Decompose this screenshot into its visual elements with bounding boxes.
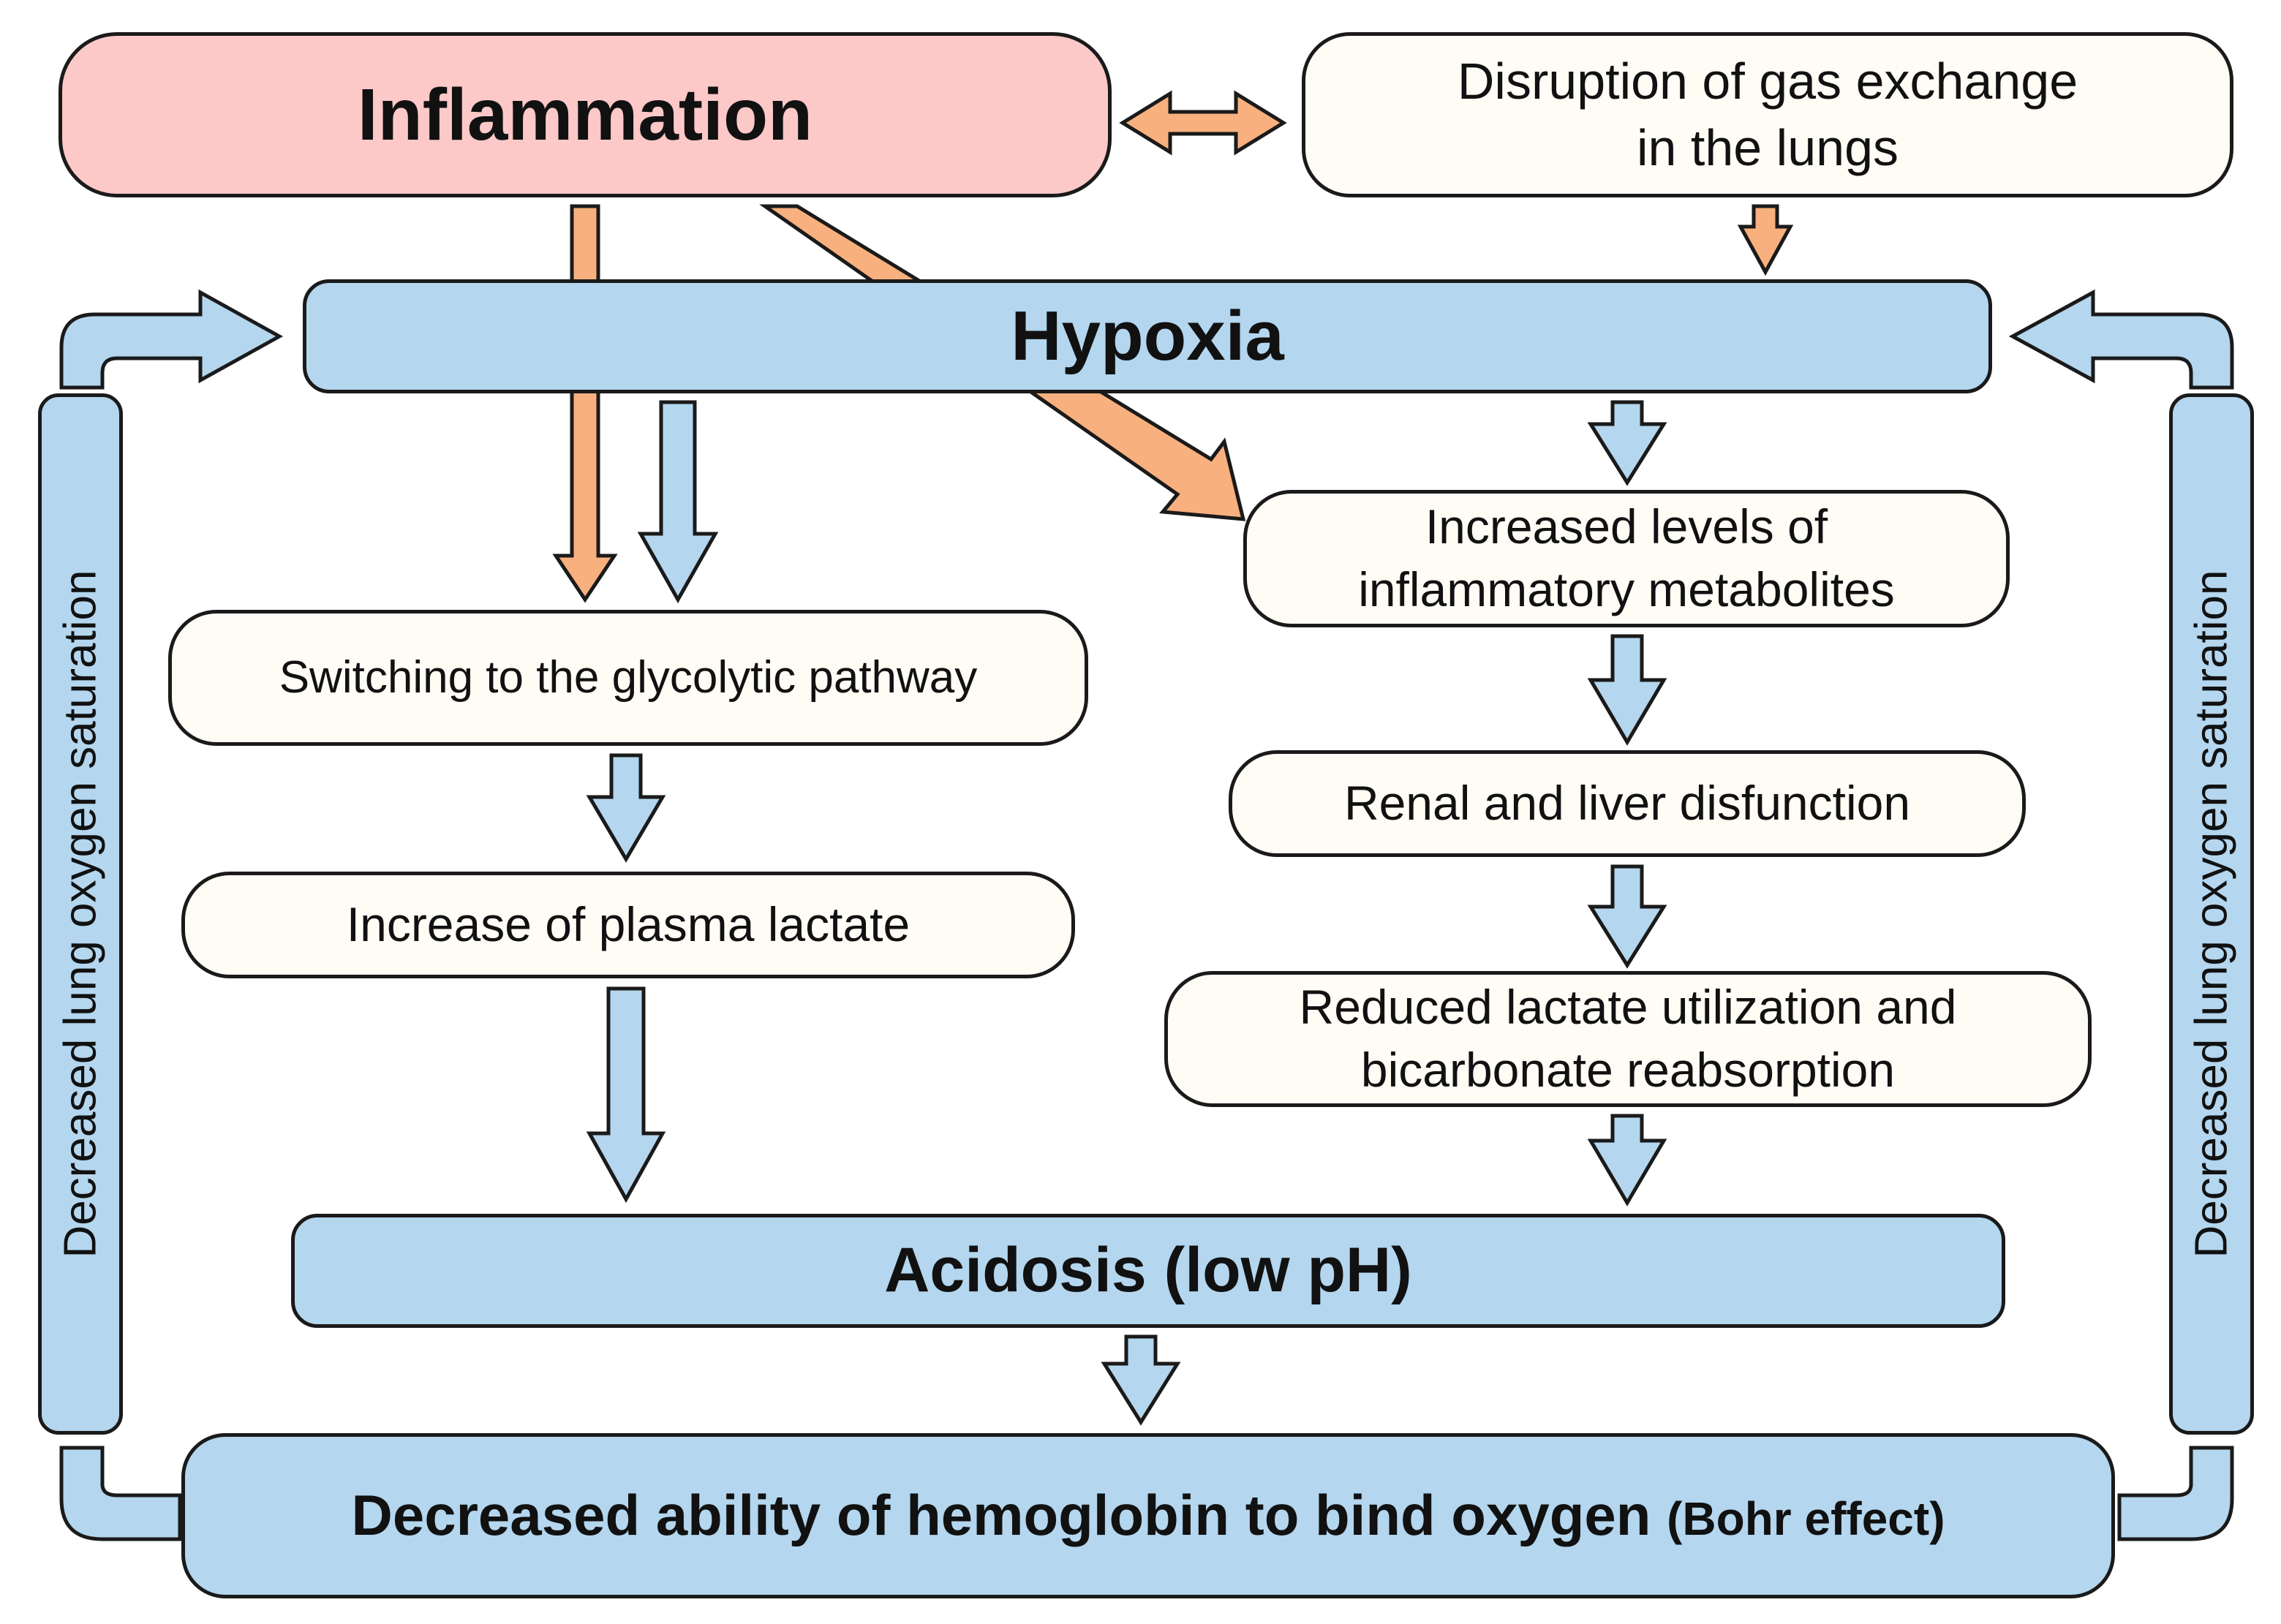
metabolites-line-2: inflammatory metabolites [1358, 562, 1895, 616]
acidosis-node: Acidosis (low pH) [291, 1214, 2005, 1328]
metabolites-line-1: Increased levels of [1425, 499, 1828, 554]
right-feedback-bar [2169, 393, 2254, 1435]
inflammation-label: Inflammation [357, 74, 813, 156]
left-feedback-arrow-top [59, 289, 284, 390]
hemoglobin-node: Decreased ability of hemoglobin to bind … [181, 1433, 2115, 1598]
right-feedback-arrow-top [2008, 289, 2234, 390]
bohr-effect-note: (Bohr effect) [1667, 1492, 1945, 1546]
acidosis-label: Acidosis (low pH) [884, 1235, 1412, 1306]
glycolytic-node: Switching to the glycolytic pathway [168, 610, 1088, 746]
glycolytic-label: Switching to the glycolytic pathway [279, 652, 978, 703]
arrow-lactate-to-acidosis [586, 986, 666, 1204]
metabolites-node: Increased levels of inflammatory metabol… [1243, 490, 2010, 627]
inflammation-node: Inflammation [59, 32, 1112, 197]
arrow-utilization-to-acidosis [1587, 1114, 1667, 1206]
arrow-gas-to-hypoxia [1737, 204, 1794, 276]
gas-exchange-line-2: in the lungs [1636, 119, 1899, 176]
hypoxia-label: Hypoxia [1011, 296, 1284, 375]
lactate-utilization-node: Reduced lactate utilization and bicarbon… [1164, 971, 2092, 1107]
hypoxia-node: Hypoxia [303, 279, 1992, 393]
arrow-metabolites-to-renal [1587, 634, 1667, 746]
lactate-utilization-line-1: Reduced lactate utilization and [1299, 980, 1957, 1035]
left-feedback-label: Decreased lung oxygen saturation [55, 570, 106, 1258]
arrow-inflammation-to-glycolytic [552, 204, 618, 603]
gas-exchange-line-1: Disruption of gas exchange [1457, 53, 2078, 110]
renal-liver-node: Renal and liver disfunction [1229, 750, 2026, 857]
right-feedback-label: Decreased lung oxygen saturation [2186, 570, 2237, 1258]
arrow-renal-to-utilization [1587, 864, 1667, 969]
bidirectional-arrow [1119, 90, 1287, 156]
left-feedback-bar [38, 393, 123, 1435]
lactate-utilization-line-2: bicarbonate reabsorption [1360, 1043, 1896, 1097]
renal-liver-label: Renal and liver disfunction [1343, 776, 1911, 831]
arrow-acidosis-to-hemoglobin [1101, 1334, 1181, 1426]
arrow-hypoxia-to-metabolites [1587, 400, 1667, 486]
arrow-hypoxia-to-glycolytic [637, 400, 719, 604]
plasma-lactate-label: Increase of plasma lactate [346, 897, 910, 952]
right-feedback-connector-bottom [2117, 1446, 2234, 1541]
hemoglobin-label: Decreased ability of hemoglobin to bind … [351, 1483, 1651, 1548]
plasma-lactate-node: Increase of plasma lactate [181, 872, 1075, 978]
arrow-glycolytic-to-lactate [586, 753, 666, 863]
left-feedback-connector-bottom [59, 1446, 182, 1541]
gas-exchange-node: Disruption of gas exchange in the lungs [1302, 32, 2233, 197]
